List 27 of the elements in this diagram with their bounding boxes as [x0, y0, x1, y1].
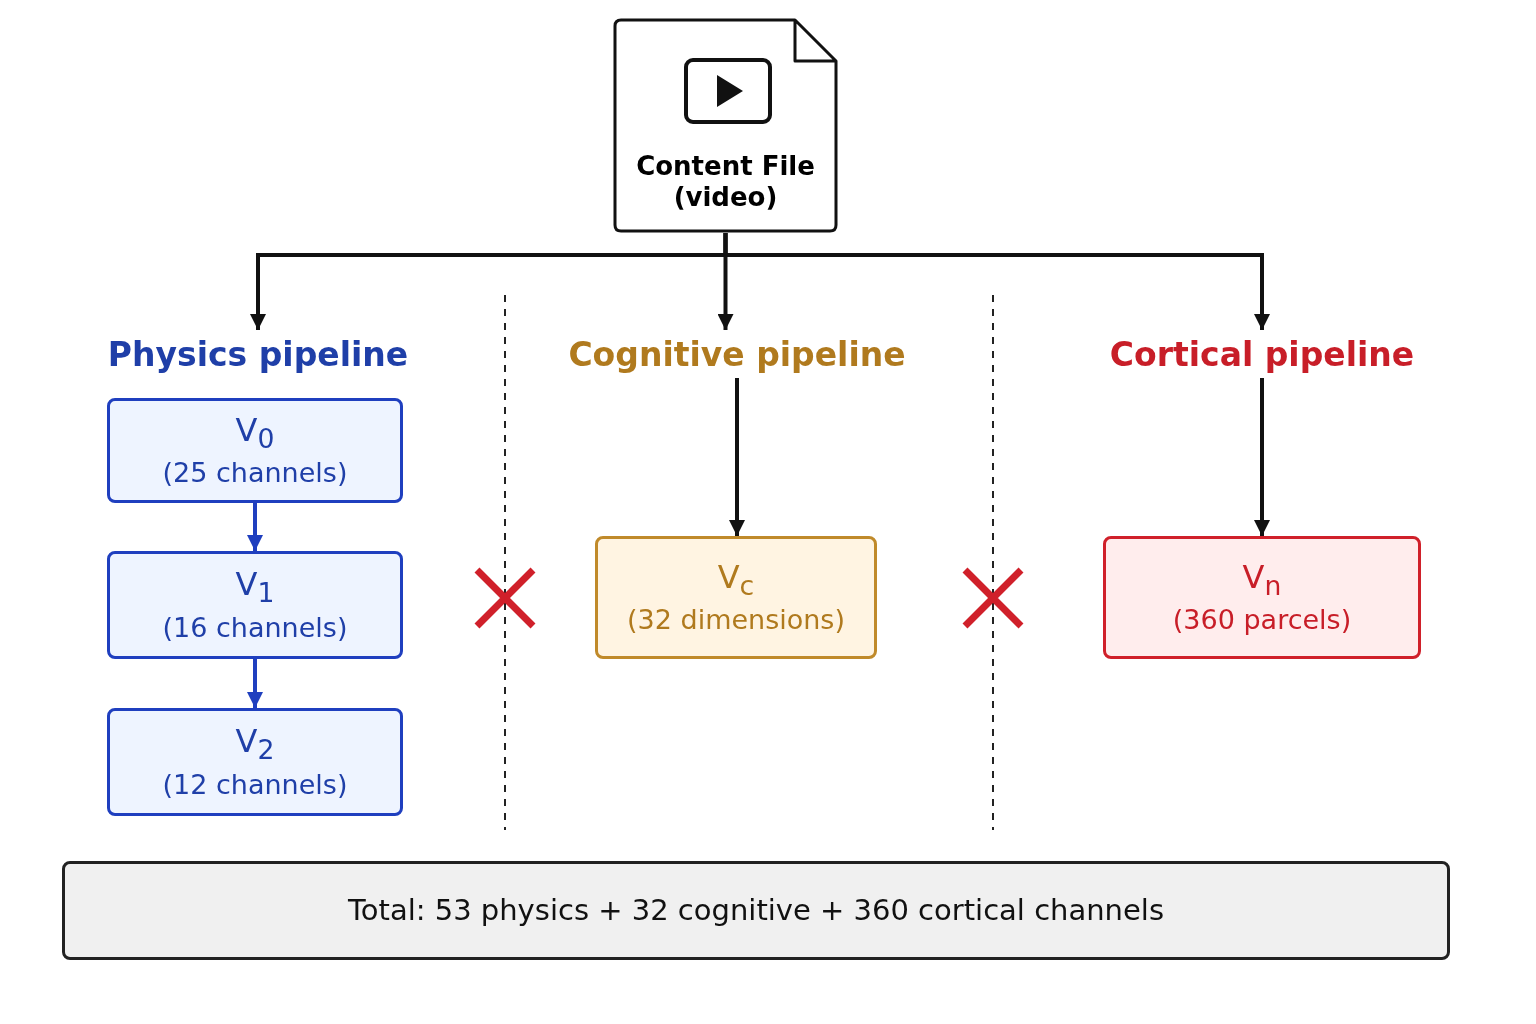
- arrow: [247, 659, 263, 708]
- variable-box: [107, 551, 403, 659]
- pipeline-heading: Cortical pipeline: [1107, 330, 1417, 378]
- variable-name: V$_{1}$: [235, 565, 275, 610]
- arrow: [247, 503, 263, 551]
- size-note: (12 channels): [162, 767, 348, 802]
- variable-box: [595, 536, 877, 659]
- arrow: [1254, 378, 1270, 536]
- file-label: Content File (video): [635, 150, 816, 213]
- pipeline-heading: Physics pipeline: [105, 330, 411, 378]
- size-note: (32 dimensions): [627, 603, 845, 638]
- summary-box: [62, 861, 1450, 960]
- variable-name: V$_{n}$: [1242, 557, 1282, 603]
- pipeline-heading: Cognitive pipeline: [567, 330, 907, 378]
- arrow: [723, 233, 1270, 330]
- arrow: [729, 378, 745, 536]
- variable-name: V$_{0}$: [235, 410, 275, 456]
- size-note: (360 parcels): [1172, 603, 1352, 638]
- variable-box: [107, 708, 403, 816]
- variable-name: V$_{c}$: [717, 557, 755, 603]
- size-note: (16 channels): [162, 610, 348, 645]
- size-note: (25 channels): [162, 456, 348, 491]
- variable-name: V$_{2}$: [235, 722, 275, 767]
- variable-box: [1103, 536, 1421, 659]
- summary-text: Total: 53 physics + 32 cognitive + 360 cortical channels: [348, 891, 1164, 929]
- document-shape: [613, 18, 838, 233]
- variable-box: [107, 398, 403, 503]
